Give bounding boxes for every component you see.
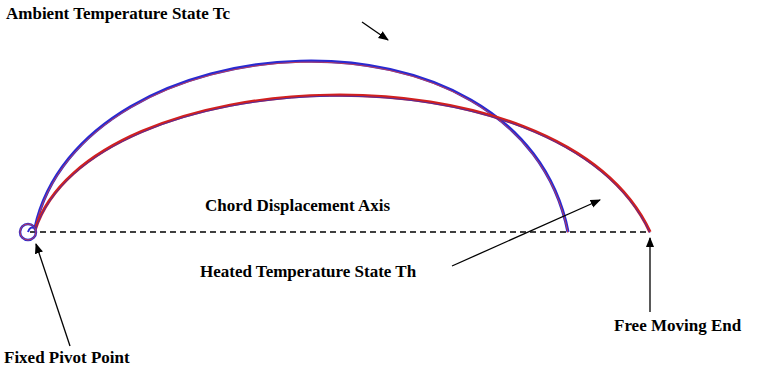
diagram-label: Chord Displacement Axis (205, 196, 390, 216)
heated-arc-inner (35, 96, 650, 233)
pivot-circle (20, 224, 36, 240)
heated-arc (35, 95, 650, 232)
chord-axis (30, 231, 650, 232)
diagram-label: Fixed Pivot Point (4, 348, 130, 368)
leader-line (452, 200, 600, 266)
ambient-arc (35, 61, 568, 232)
ambient-arc-inner (35, 62, 568, 233)
diagram-label: Ambient Temperature State Tc (6, 4, 230, 24)
leader-line (36, 244, 70, 346)
pivot-curl (28, 228, 34, 233)
diagram-label: Free Moving End (614, 316, 741, 336)
diagram-label: Heated Temperature State Th (200, 262, 416, 282)
pivot-circle-inner (20, 224, 36, 240)
leader-line (649, 238, 650, 312)
leader-line (362, 22, 388, 40)
